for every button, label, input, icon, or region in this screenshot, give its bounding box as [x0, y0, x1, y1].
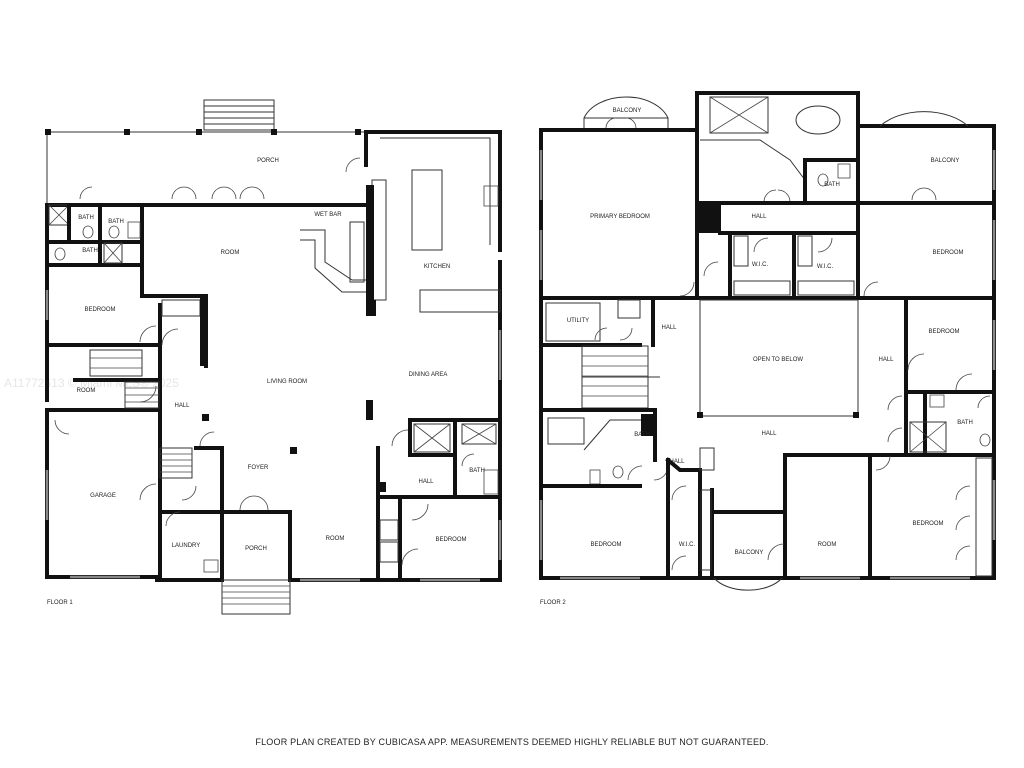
- room-label-room-small: ROOM: [77, 388, 96, 394]
- bath-right-floor2: [868, 390, 996, 457]
- room-label-wet-bar: WET BAR: [314, 212, 342, 218]
- room-label-hall-small: HALL: [669, 459, 685, 465]
- room-label-hall-top: HALL: [751, 214, 767, 220]
- room-label-utility: UTILITY: [567, 318, 589, 324]
- porch-steps-top: [203, 99, 275, 131]
- room-label-kitchen: KITCHEN: [424, 264, 450, 270]
- room-label-open-to-below: OPEN TO BELOW: [753, 357, 803, 363]
- wic-row: [679, 201, 879, 300]
- room-label-bath-b: BATH: [108, 219, 124, 225]
- room-label-wic-c: W.I.C.: [679, 542, 696, 548]
- floor-2-caption: FLOOR 2: [540, 600, 566, 606]
- front-steps: [221, 579, 291, 615]
- room-label-hall-center: HALL: [761, 431, 777, 437]
- room-label-porch-top: PORCH: [257, 158, 279, 164]
- room-label-hall-right: HALL: [418, 479, 434, 485]
- room-label-bedroom-se: BEDROOM: [912, 521, 943, 527]
- room-label-hall: HALL: [174, 403, 190, 409]
- room-label-bath-c: BATH: [82, 248, 98, 254]
- room-label-wic-a: W.I.C.: [752, 262, 769, 268]
- room-label-bath-right: BATH: [469, 468, 485, 474]
- room-label-laundry: LAUNDRY: [172, 543, 201, 549]
- room-label-bedroom-ne: BEDROOM: [932, 250, 963, 256]
- stairs-floor1: [124, 381, 193, 479]
- room-label-room: ROOM: [818, 542, 837, 548]
- room-label-bedroom-e: BEDROOM: [928, 329, 959, 335]
- floor-2-plan: BALCONY PRIMARY BEDROOM BATH BALCONY HAL…: [539, 91, 996, 606]
- room-label-bath-right: BATH: [957, 420, 973, 426]
- room-label-hall-left: HALL: [661, 325, 677, 331]
- room-label-wic-b: W.I.C.: [817, 264, 834, 270]
- floor-1-plan: PORCH BATH BATH BATH WET BAR ROOM KITCHE…: [45, 99, 502, 615]
- open-to-below-outline: [699, 299, 859, 417]
- room-label-balcony-left: BALCONY: [613, 108, 642, 114]
- room-label-bath-a: BATH: [78, 215, 94, 221]
- room-label-dining-area: DINING AREA: [409, 372, 448, 378]
- room-label-balcony-right: BALCONY: [931, 158, 960, 164]
- bath-cluster-floor1: [45, 203, 144, 267]
- room-label-garage: GARAGE: [90, 493, 116, 499]
- room-label-hall-right: HALL: [878, 357, 894, 363]
- room-label-foyer: FOYER: [248, 465, 269, 471]
- room-label-bedroom-sw: BEDROOM: [590, 542, 621, 548]
- stairs-floor2: [581, 345, 660, 409]
- floor-1-caption: FLOOR 1: [47, 600, 73, 606]
- room-label-porch-front: PORCH: [245, 546, 267, 552]
- primary-bath-fixtures: [700, 96, 860, 205]
- room-label-bedroom: BEDROOM: [84, 307, 115, 313]
- utility-room: [539, 296, 655, 347]
- room-label-primary-bedroom: PRIMARY BEDROOM: [590, 214, 650, 220]
- room-label-living-room: LIVING ROOM: [267, 379, 307, 385]
- room-label-balcony-bottom: BALCONY: [735, 550, 764, 556]
- bath-hall-bedroom-right: [376, 418, 502, 582]
- room-label-bedroom-right: BEDROOM: [435, 537, 466, 543]
- bath-left-floor2: [539, 408, 669, 488]
- room-label-room-bottom: ROOM: [326, 536, 345, 542]
- room-label-bath-left: BATH: [634, 432, 650, 438]
- room-label-bath-top: BATH: [824, 182, 840, 188]
- kitchen-fixtures: [300, 137, 501, 313]
- disclaimer-footer: FLOOR PLAN CREATED BY CUBICASA APP. MEAS…: [255, 737, 769, 747]
- room-label-room-top: ROOM: [221, 250, 240, 256]
